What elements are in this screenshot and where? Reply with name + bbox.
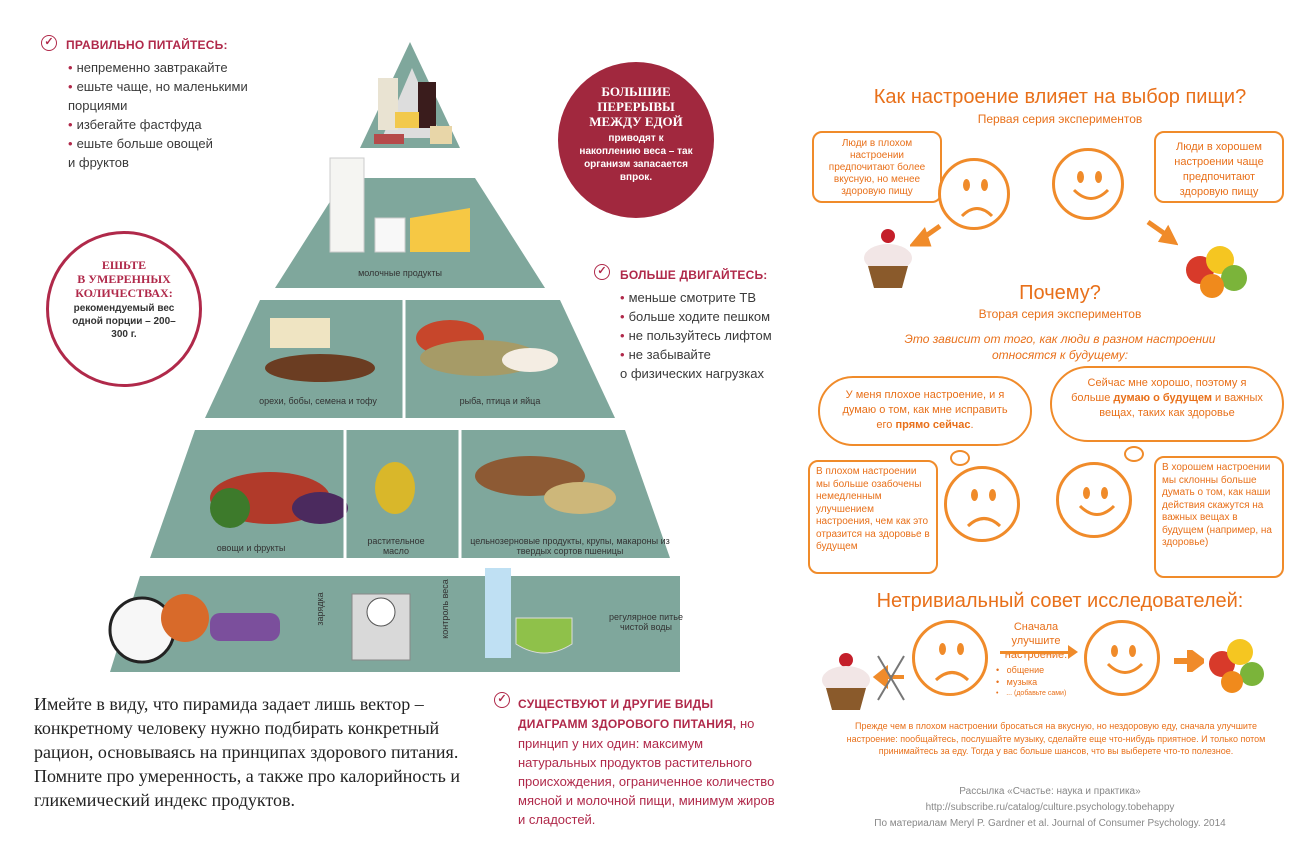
- happy-face-icon: [1052, 148, 1124, 220]
- cupcake-icon: [864, 229, 912, 288]
- tier-label-weight: контроль веса: [440, 579, 450, 639]
- breaks-line: БОЛЬШИЕ: [601, 84, 671, 99]
- other-title: СУЩЕСТВУЮТ И ДРУГИЕ ВИДЫ ДИАГРАММ ЗДОРОВ…: [518, 697, 737, 731]
- good-thought-cloud: Сейчас мне хорошо, поэтому я больше дума…: [1050, 366, 1284, 442]
- big-breaks-circle: БОЛЬШИЕ ПЕРЕРЫВЫ МЕЖДУ ЕДОЙ приводят к н…: [558, 62, 714, 218]
- tier-label-water: регулярное питье чистой воды: [609, 612, 683, 632]
- pyramid-note: Имейте в виду, что пирамида задает лишь …: [34, 694, 460, 810]
- series2-label: Вторая серия экспериментов: [978, 307, 1142, 321]
- breaks-body: приводят к накоплению веса – так организ…: [579, 133, 693, 183]
- moderate-line: ЕШЬТЕ: [101, 258, 147, 272]
- other-diagrams: СУЩЕСТВУЮТ И ДРУГИЕ ВИДЫ ДИАГРАММ ЗДОРОВ…: [518, 694, 784, 829]
- bad-explain-box: В плохом настроении мы больше озабочены …: [808, 460, 938, 574]
- list-item: •не пользуйтесь лифтом: [620, 328, 772, 343]
- first-improve-label: Сначала улучшите настроение:: [1004, 621, 1068, 661]
- improve-arrow: [1000, 651, 1074, 654]
- series1-label: Первая серия экспериментов: [977, 112, 1143, 126]
- tier-label-veg: овощи и фрукты: [216, 543, 286, 553]
- check-icon: ✓: [494, 692, 510, 708]
- advice-title: Нетривиальный совет исследователей:: [876, 590, 1244, 612]
- cupcake-icon: [822, 653, 870, 710]
- breaks-line: МЕЖДУ ЕДОЙ: [589, 114, 683, 129]
- list-item: порциями: [68, 98, 128, 113]
- mood-title: Как настроение влияет на выбор пищи?: [873, 86, 1247, 108]
- list-item: •не забывайте: [620, 347, 711, 362]
- tier-label-oil: растительное масло: [367, 536, 425, 556]
- check-icon: ✓: [594, 264, 610, 280]
- fruits-icon: [1209, 639, 1264, 693]
- tier-label-dairy: молочные продукты: [358, 268, 442, 278]
- list-item: •больше ходите пешком: [620, 309, 771, 324]
- arrow-left-down-icon: [910, 223, 942, 247]
- list-item: • общение: [996, 665, 1045, 675]
- footer-line-2: http://subscribe.ru/catalog/culture.psyc…: [925, 802, 1175, 813]
- list-item: • ... (добавьте сами): [996, 690, 1067, 697]
- tier-label-nuts: орехи, бобы, семена и тофу: [259, 396, 377, 406]
- crossed-arrow-icon: [872, 655, 905, 701]
- other-body: но принцип у них один: максимум натураль…: [518, 716, 775, 827]
- bad-pref-box: Люди в плохом настроении предпочитают бо…: [812, 131, 942, 203]
- moderate-line: В УМЕРЕННЫХ: [77, 272, 171, 286]
- cloud-bubble: [1124, 446, 1144, 462]
- happy-face-icon: [1056, 462, 1132, 538]
- sad-face-icon: [944, 466, 1020, 542]
- list-item: •непременно завтракайте: [68, 60, 228, 75]
- list-item: •ешьте чаще, но маленькими: [68, 79, 248, 94]
- good-pref-box: Люди в хорошем настроении чаще предпочит…: [1154, 131, 1284, 203]
- arrow-right-down-icon: [1146, 219, 1178, 246]
- list-item: •ешьте больше овощей: [68, 136, 213, 151]
- bad-thought-cloud: У меня плохое настроение, и я думаю о то…: [818, 376, 1032, 446]
- cloud-bubble: [950, 450, 970, 466]
- check-icon: ✓: [41, 35, 57, 51]
- list-item: и фруктов: [68, 155, 129, 170]
- breaks-line: ПЕРЕРЫВЫ: [597, 99, 675, 114]
- list-item: •меньше смотрите ТВ: [620, 290, 757, 305]
- moderate-line: КОЛИЧЕСТВАХ:: [75, 286, 173, 300]
- moderate-circle: ЕШЬТЕ В УМЕРЕННЫХ КОЛИЧЕСТВАХ: рекоменду…: [46, 231, 202, 387]
- list-item: • музыка: [996, 677, 1038, 687]
- footer-line-3: По материалам Meryl P. Gardner et al. Jo…: [874, 818, 1226, 829]
- sad-face-icon: [912, 620, 988, 696]
- eat-right-list: •непременно завтракайте •ешьте чаще, но …: [68, 58, 278, 172]
- move-title: БОЛЬШЕ ДВИГАЙТЕСЬ:: [620, 268, 768, 282]
- depends-line-1: Это зависит от того, как люди в разном н…: [904, 332, 1216, 346]
- why-title: Почему?: [1019, 282, 1101, 304]
- footer-line-1: Рассылка «Счастье: наука и практика»: [959, 786, 1141, 797]
- moderate-body: рекомендуемый вес одной порции – 200–300…: [72, 303, 176, 340]
- depends-line-2: относятся к будущему:: [991, 348, 1129, 362]
- sad-face-icon: [938, 158, 1010, 230]
- good-explain-box: В хорошем настроении мы склонны больше д…: [1154, 456, 1284, 578]
- happy-face-icon: [1084, 620, 1160, 696]
- food-pyramid: [108, 42, 680, 672]
- tips-list: • общение • музыка • ... (добавьте сами): [996, 664, 1066, 700]
- advice-text: Прежде чем в плохом настроении бросаться…: [846, 721, 1266, 756]
- tier-label-grains: цельнозерновые продукты, крупы, макароны…: [470, 536, 670, 556]
- arrow-right-icon: [1174, 650, 1204, 672]
- move-list: •меньше смотрите ТВ •больше ходите пешко…: [620, 288, 800, 383]
- tier-label-exercise: зарядка: [315, 592, 325, 626]
- eat-right-title: ПРАВИЛЬНО ПИТАЙТЕСЬ:: [66, 38, 228, 52]
- tier-label-fish: рыба, птица и яйца: [459, 396, 541, 406]
- fruits-icon: [1186, 246, 1247, 298]
- list-item: о физических нагрузках: [620, 366, 764, 381]
- list-item: •избегайте фастфуда: [68, 117, 202, 132]
